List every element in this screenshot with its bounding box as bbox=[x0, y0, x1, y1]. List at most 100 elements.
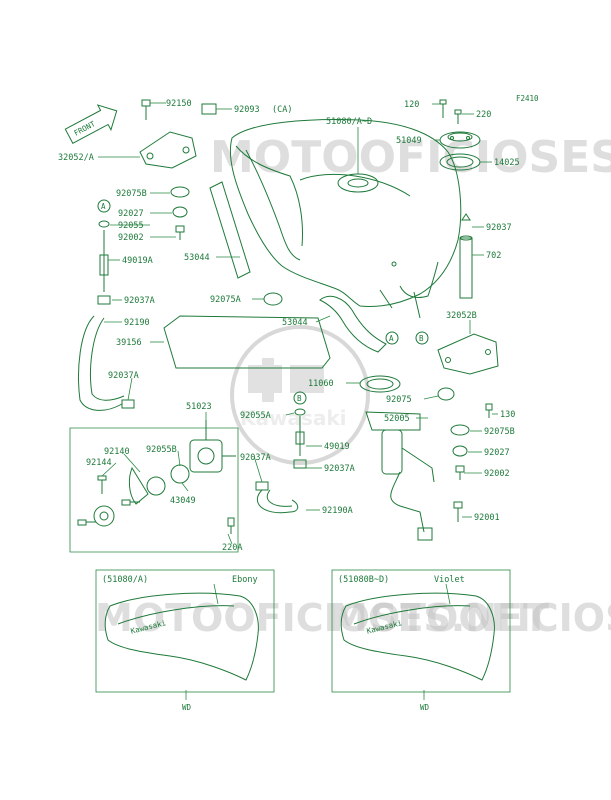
label-92150: 92150 bbox=[166, 99, 192, 109]
gasket-11060 bbox=[359, 375, 401, 393]
rubber-53044-lower bbox=[319, 295, 387, 353]
svg-text:A: A bbox=[389, 334, 394, 343]
label-53044: 53044 bbox=[184, 253, 210, 263]
ref-b-mid bbox=[415, 331, 429, 345]
variant-2-note: WD bbox=[420, 703, 430, 712]
ref-b-low bbox=[293, 391, 307, 405]
clamp-92037a bbox=[97, 295, 111, 305]
watermark-right: MOTOOFICIOSES.NET bbox=[330, 596, 611, 640]
kawasaki-logo: Kawasaki bbox=[230, 325, 370, 465]
screw-lower bbox=[77, 519, 96, 526]
label-92055b: 92055B bbox=[146, 445, 177, 455]
label-92055a: 92055A bbox=[240, 411, 271, 421]
sender-52005 bbox=[365, 411, 435, 541]
figure-code: F2410 bbox=[516, 94, 539, 103]
variant-panel-2: (51080B~D) Violet Kawasaki WD bbox=[331, 569, 511, 712]
label-92037: 92037 bbox=[486, 223, 512, 233]
leader-lines bbox=[98, 102, 498, 545]
knob bbox=[93, 505, 115, 527]
label-43049: 43049 bbox=[170, 496, 196, 506]
hose-92190 bbox=[78, 315, 123, 411]
svg-text:B: B bbox=[419, 334, 424, 343]
label-92037a-mid: 92037A bbox=[240, 453, 271, 463]
connector bbox=[417, 527, 433, 541]
bolt-130 bbox=[485, 403, 493, 418]
label-14025: 14025 bbox=[494, 158, 520, 168]
label-92055: 92055 bbox=[118, 221, 144, 231]
label-220: 220 bbox=[476, 110, 491, 120]
label-92002-right: 92002 bbox=[484, 469, 510, 479]
ref-a-mid bbox=[385, 331, 399, 345]
label-702: 702 bbox=[486, 251, 501, 261]
bracket-32052b bbox=[437, 333, 499, 375]
front-arrow-icon: FRONT bbox=[64, 104, 118, 144]
label-49019a: 49019A bbox=[122, 256, 153, 266]
label-120: 120 bbox=[404, 100, 419, 110]
oring-92055b bbox=[146, 476, 166, 496]
label-92075a: 92075A bbox=[210, 295, 241, 305]
subassembly-frame bbox=[69, 427, 239, 553]
label-92075b-right: 92075B bbox=[484, 427, 515, 437]
label-11060: 11060 bbox=[308, 379, 334, 389]
label-39156: 39156 bbox=[116, 338, 142, 348]
rubber-53044 bbox=[209, 181, 251, 279]
collar-92027 bbox=[172, 206, 188, 218]
variant-2-color: Violet bbox=[434, 575, 465, 585]
variant-1-code: (51080/A) bbox=[102, 575, 148, 585]
label-32052a: 32052/A bbox=[58, 153, 94, 163]
label-92093-note: (CA) bbox=[272, 105, 292, 115]
label-92190: 92190 bbox=[124, 318, 150, 328]
tube-702 bbox=[459, 235, 473, 299]
ref-a-top bbox=[97, 199, 111, 213]
screw-lower-2 bbox=[121, 499, 140, 506]
hose-92190a bbox=[256, 489, 299, 514]
label-92144: 92144 bbox=[86, 458, 112, 468]
label-92037a-left: 92037A bbox=[108, 371, 139, 381]
label-92140: 92140 bbox=[104, 447, 130, 457]
bolt-220a bbox=[227, 517, 235, 534]
label-220a: 220A bbox=[222, 543, 242, 553]
lever-92140 bbox=[128, 466, 149, 505]
label-51080: 51080/A~D bbox=[326, 117, 372, 127]
variant-panel-1: (51080/A) Ebony Kawasaki WD bbox=[95, 569, 275, 712]
label-32052b: 32052B bbox=[446, 311, 477, 321]
clip-92037 bbox=[461, 213, 471, 221]
variant-1-color: Ebony bbox=[232, 575, 258, 585]
watermark-top: MOTOOFICIOSES.NET bbox=[210, 132, 611, 183]
label-53044-lower: 53044 bbox=[282, 318, 308, 328]
damper-92075b-right bbox=[450, 424, 470, 436]
screw-92144 bbox=[97, 475, 107, 494]
bolt-92001 bbox=[453, 501, 463, 522]
fuel-tank bbox=[229, 119, 462, 319]
fuel-tap-51023 bbox=[189, 420, 236, 473]
valve-49019 bbox=[293, 408, 307, 469]
bolt-220 bbox=[454, 109, 462, 124]
diaphragm-43049 bbox=[170, 464, 190, 484]
variant-2-code: (51080B~D) bbox=[338, 575, 389, 585]
label-92093: 92093 bbox=[234, 105, 260, 115]
label-92075: 92075 bbox=[386, 395, 412, 405]
part-labels: 92150 92093 (CA) 32052/A 92075B 92027 92… bbox=[58, 99, 520, 553]
damper-92075 bbox=[437, 387, 455, 401]
label-130: 130 bbox=[500, 410, 515, 420]
label-92027-right: 92027 bbox=[484, 448, 510, 458]
bracket-32052a bbox=[139, 131, 197, 169]
pad-39156 bbox=[163, 315, 331, 369]
label-92027: 92027 bbox=[118, 209, 144, 219]
svg-text:B: B bbox=[297, 394, 302, 403]
label-92001: 92001 bbox=[474, 513, 500, 523]
label-49019: 49019 bbox=[324, 442, 350, 452]
damper-92075a bbox=[263, 292, 283, 306]
label-92190a: 92190A bbox=[322, 506, 353, 516]
label-92037a: 92037A bbox=[124, 296, 155, 306]
watermark-left: MOTOOFICIOSES.NET bbox=[95, 596, 549, 640]
damper-92075b bbox=[170, 186, 190, 198]
label-51049: 51049 bbox=[396, 136, 422, 146]
nut-92093 bbox=[201, 103, 217, 115]
svg-text:A: A bbox=[101, 202, 106, 211]
bolt-92150 bbox=[141, 99, 151, 120]
label-92037a-right: 92037A bbox=[324, 464, 355, 474]
label-51023: 51023 bbox=[186, 402, 212, 412]
oring-92055 bbox=[98, 220, 110, 228]
